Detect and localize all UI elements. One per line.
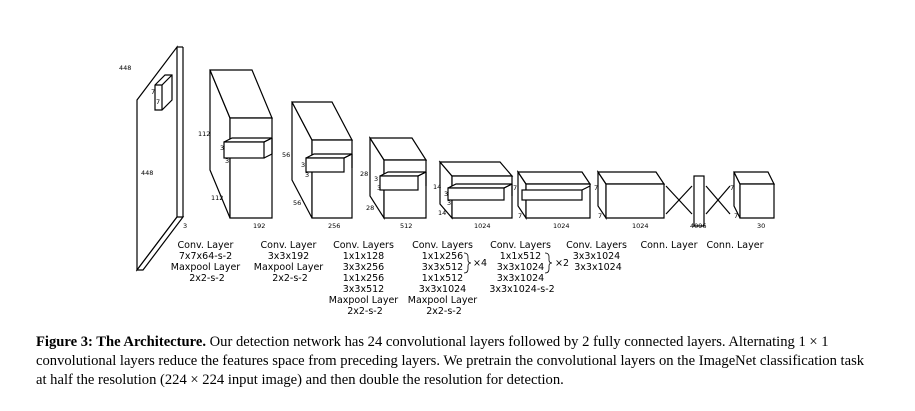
fc-layer-4096	[693, 175, 705, 227]
caption-label: Figure 3: The Architecture.	[36, 334, 206, 350]
dim-b1-width: 112	[211, 194, 223, 202]
layer-group-7: Conn. Layer	[640, 240, 697, 251]
dim-b2-channels: 256	[328, 222, 340, 230]
repeat-brace-g5	[544, 252, 553, 274]
dim-b6-width: 7	[598, 212, 602, 220]
dim-out-width: 7	[734, 212, 738, 220]
conv-block-4-kernel	[447, 183, 513, 201]
fc-connection-2	[705, 185, 731, 215]
layer-group-6: Conv. Layers 3x3x1024 3x3x1024	[566, 240, 630, 273]
conv-block-2	[291, 101, 353, 219]
repeat-brace-g4	[463, 252, 472, 274]
caption-text: Our detection network has 24 convolution…	[36, 334, 865, 388]
dim-out-height: 7	[730, 184, 734, 192]
layer-group-4: Conv. Layers 1x1x256 3x3x512 1x1x512 3x3…	[408, 240, 480, 317]
repeat-count-g5: ×2	[555, 258, 569, 269]
repeat-count-g4: ×4	[473, 258, 487, 269]
dim-b2-kernel-1: 3	[301, 161, 305, 169]
dim-b3-kernel-2: 3	[377, 184, 381, 192]
dim-b3-kernel-1: 3	[374, 175, 378, 183]
conv-block-5-kernel	[521, 185, 591, 201]
dim-input-height: 448	[119, 64, 131, 72]
dim-b1-kernel-2: 3	[225, 157, 229, 165]
dim-b6-channels: 1024	[632, 222, 649, 230]
dim-b2-width: 56	[293, 199, 301, 207]
dim-out-channels: 30	[757, 222, 765, 230]
figure-caption: Figure 3: The Architecture. Our detectio…	[36, 333, 866, 390]
layer-group-3: Conv. Layers 1x1x128 3x3x256 1x1x256 3x3…	[329, 240, 401, 317]
dim-b4-height: 14	[433, 183, 441, 191]
conv-block-3-kernel	[379, 171, 427, 191]
dim-b1-channels: 192	[253, 222, 265, 230]
dim-b5-channels: 1024	[553, 222, 570, 230]
conv-block-1-kernel	[223, 137, 273, 159]
layer-group-8: Conn. Layer	[706, 240, 763, 251]
conv-block-2-kernel	[305, 153, 353, 173]
fc-connection-1	[665, 185, 693, 215]
dim-b4-kernel-2: 3	[447, 199, 451, 207]
dim-b1-kernel-1: 3	[220, 144, 224, 152]
layer-group-2: Conv. Layer 3x3x192 Maxpool Layer 2x2-s-…	[254, 240, 326, 284]
dim-b1-height: 112	[198, 130, 210, 138]
dim-b2-kernel-2: 3	[305, 171, 309, 179]
dim-input-channels: 3	[183, 222, 187, 230]
dim-b3-height: 28	[360, 170, 368, 178]
dim-b6-height: 7	[594, 184, 598, 192]
dim-fc-units: 4096	[690, 222, 707, 230]
dim-b2-height: 56	[282, 151, 290, 159]
input-kernel	[154, 74, 173, 111]
dim-b5-height: 7	[513, 184, 517, 192]
architecture-diagram: 448 448 3 7 7 112 112 192 3 3 56 56 256 …	[119, 45, 775, 317]
dim-b4-kernel-1: 3	[444, 190, 448, 198]
dim-b4-channels: 1024	[474, 222, 491, 230]
layer-group-5: Conv. Layers 1x1x512 3x3x1024 3x3x1024 3…	[489, 240, 554, 295]
dim-input-kernel-2: 7	[156, 98, 160, 106]
dim-b3-channels: 512	[400, 222, 412, 230]
dim-b5-width: 7	[518, 212, 522, 220]
conv-block-6	[596, 170, 666, 220]
dim-input-kernel-1: 7	[151, 88, 155, 96]
dim-input-width: 448	[141, 169, 153, 177]
layer-group-1: Conv. Layer 7x7x64-s-2 Maxpool Layer 2x2…	[171, 240, 243, 284]
dim-b4-width: 14	[438, 209, 446, 217]
output-volume	[733, 171, 775, 219]
dim-b3-width: 28	[366, 204, 374, 212]
